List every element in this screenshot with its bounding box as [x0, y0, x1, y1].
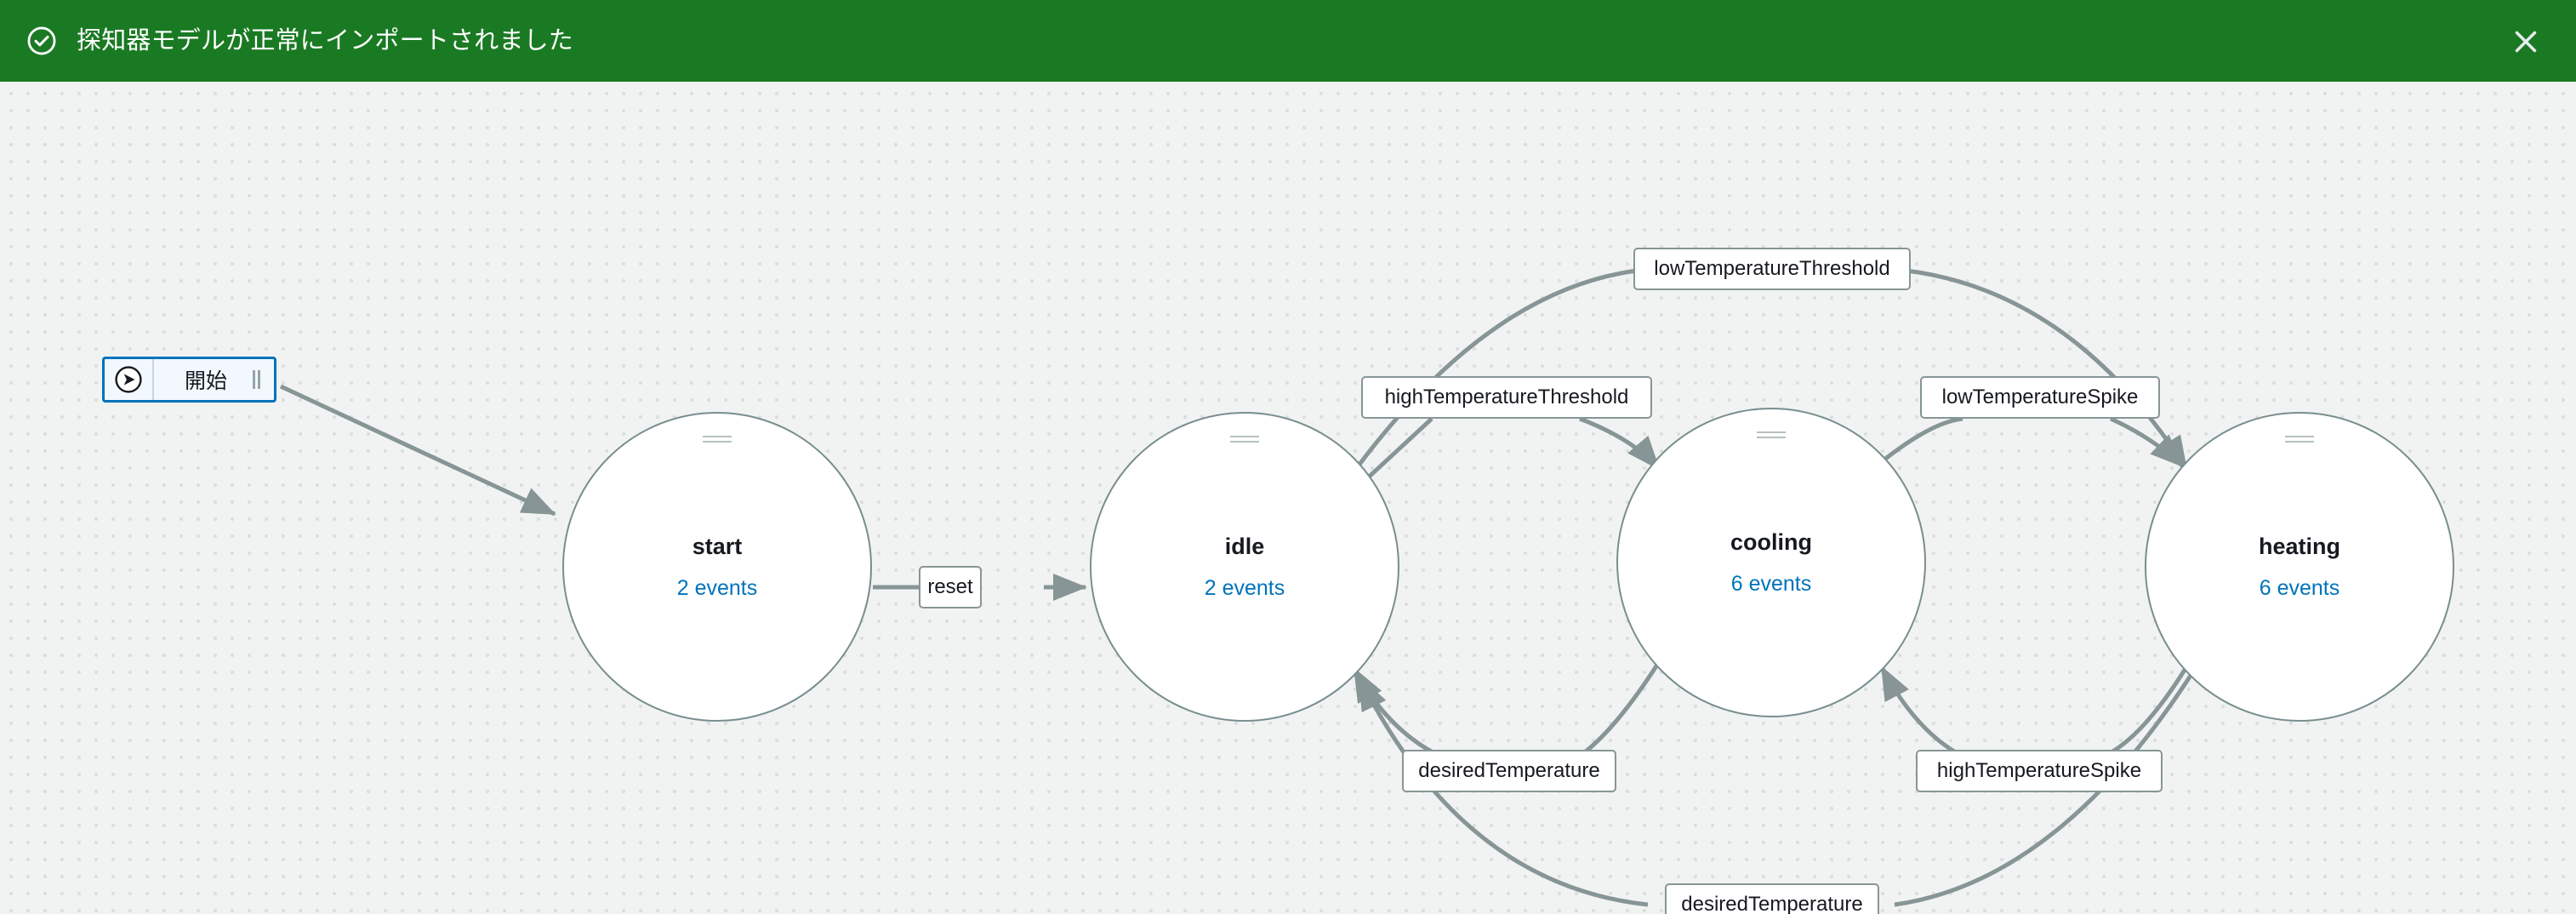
state-node-idle[interactable]: idle 2 events — [1090, 412, 1399, 722]
state-node-events-link[interactable]: 2 events — [1204, 576, 1285, 601]
state-node-title: cooling — [1730, 528, 1812, 555]
state-node-events-link[interactable]: 2 events — [676, 576, 758, 601]
node-drag-handle-icon[interactable] — [1757, 431, 1786, 438]
success-notification-banner: 探知器モデルが正常にインポートされました — [0, 0, 2576, 82]
state-node-cooling[interactable]: cooling 6 events — [1616, 408, 1926, 717]
edge-label-low-temperature-spike[interactable]: lowTemperatureSpike — [1920, 376, 2160, 419]
success-check-icon — [27, 26, 56, 55]
state-node-title: start — [692, 533, 743, 559]
node-drag-handle-icon[interactable] — [2285, 436, 2314, 443]
state-node-heating[interactable]: heating 6 events — [2145, 412, 2454, 722]
state-node-title: idle — [1224, 533, 1265, 559]
edge-label-low-temperature-threshold[interactable]: lowTemperatureThreshold — [1633, 248, 1911, 290]
start-button-divider — [152, 359, 154, 400]
start-button-label: 開始 — [184, 369, 227, 393]
state-node-events-link[interactable]: 6 events — [2259, 576, 2340, 601]
drag-grip-icon[interactable] — [253, 370, 260, 389]
state-machine-canvas[interactable]: 開始 start 2 events idle 2 events cooling … — [0, 82, 2576, 914]
edge-label-reset[interactable]: reset — [919, 566, 982, 608]
state-node-events-link[interactable]: 6 events — [1730, 572, 1812, 597]
state-node-title: heating — [2258, 533, 2340, 559]
state-node-start[interactable]: start 2 events — [562, 412, 872, 722]
close-icon[interactable] — [2508, 24, 2544, 60]
node-drag-handle-icon[interactable] — [1230, 436, 1259, 443]
play-icon — [105, 364, 152, 395]
edge-label-desired-temperature-bottom[interactable]: desiredTemperature — [1665, 883, 1879, 914]
node-drag-handle-icon[interactable] — [703, 436, 732, 443]
edge-label-desired-temperature-left[interactable]: desiredTemperature — [1402, 750, 1616, 792]
start-entry-button[interactable]: 開始 — [102, 357, 276, 403]
banner-message: 探知器モデルが正常にインポートされました — [77, 26, 574, 54]
edge-label-high-temperature-threshold[interactable]: highTemperatureThreshold — [1361, 376, 1652, 419]
edge-label-high-temperature-spike[interactable]: highTemperatureSpike — [1916, 750, 2163, 792]
